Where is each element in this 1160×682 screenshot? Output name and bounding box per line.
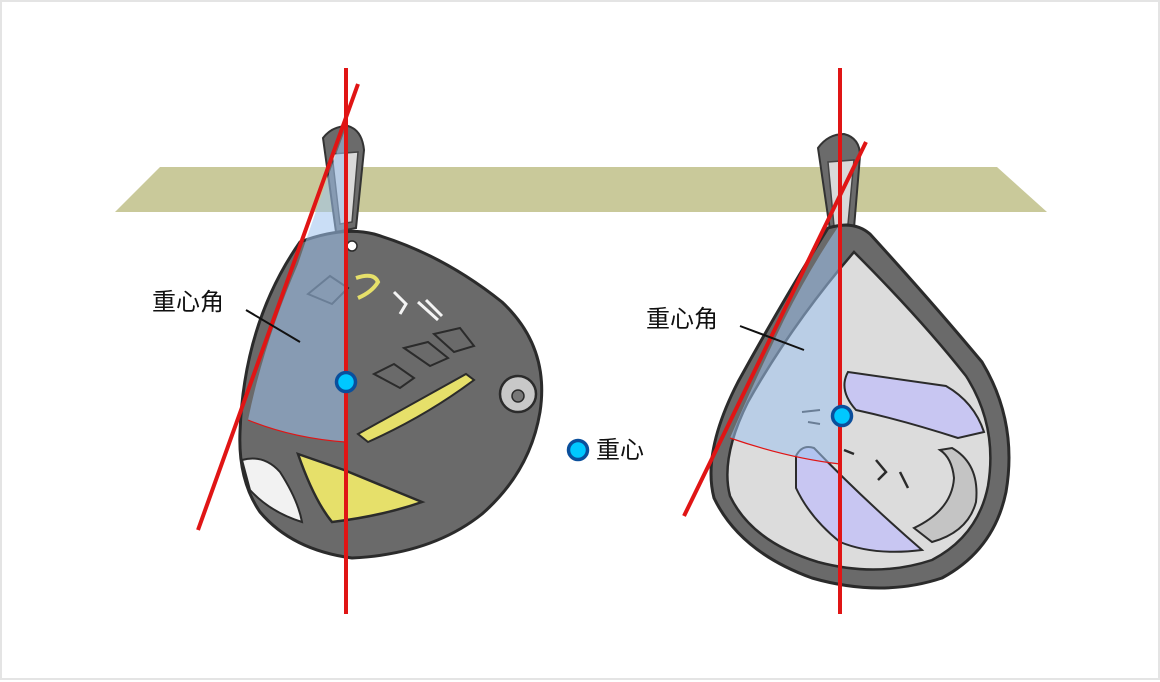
left-center-of-gravity-dot — [334, 370, 358, 394]
left-club-head — [238, 124, 544, 560]
left-yellow-sole-panel — [295, 451, 426, 524]
right-angle-label: 重心角 — [646, 305, 718, 333]
left-label-leader — [245, 309, 301, 343]
legend-label: 重心 — [596, 436, 644, 464]
left-angle-label: 重心角 — [152, 288, 224, 316]
shelf-plane — [115, 167, 1047, 212]
left-yellow-slot — [356, 372, 476, 444]
right-label-leader — [739, 325, 805, 351]
right-club-head — [709, 132, 1011, 590]
left-angle-shading — [248, 130, 345, 442]
right-angle-shading — [730, 224, 840, 464]
right-center-of-gravity-dot — [830, 404, 854, 428]
legend-dot-icon — [566, 438, 590, 462]
left-angled-line — [196, 83, 360, 531]
right-purple-panel-top — [843, 370, 986, 440]
right-angled-line — [682, 141, 868, 517]
